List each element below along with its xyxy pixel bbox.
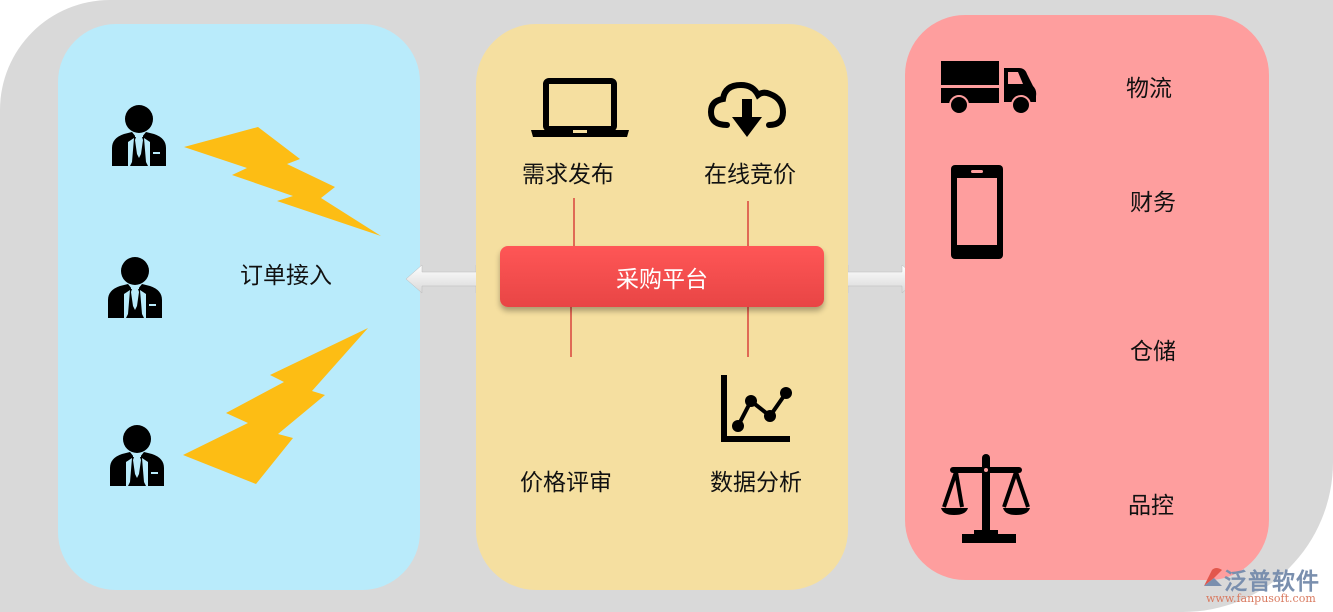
quality-control-label: 品控: [1128, 493, 1174, 519]
cloud-download-icon: [707, 81, 787, 137]
scales-icon: [941, 454, 1030, 543]
demand-publish-label: 需求发布: [522, 162, 614, 188]
online-bidding-label: 在线竞价: [704, 162, 796, 188]
connector-line: [747, 307, 749, 357]
connector-line: [570, 307, 572, 357]
platform-label: 采购平台: [616, 266, 708, 293]
brand-logo-icon: [1204, 568, 1222, 586]
order-intake-label: 订单接入: [240, 263, 332, 289]
smartphone-icon: [951, 165, 1003, 259]
connector-line: [747, 201, 749, 246]
procurement-platform-button[interactable]: 采购平台: [500, 246, 824, 307]
price-review-label: 价格评审: [520, 470, 612, 496]
line-chart-icon: [721, 375, 792, 442]
brand-name: 泛普软件: [1224, 569, 1320, 595]
businessman-icon: [108, 257, 162, 318]
truck-icon: [941, 61, 1037, 114]
warehouse-label: 仓储: [1130, 339, 1176, 365]
businessman-icon: [110, 425, 164, 486]
finance-label: 财务: [1130, 190, 1176, 216]
lightning-icon: [183, 127, 381, 484]
brand-url: www.fanpusoft.com: [1206, 592, 1316, 605]
businessman-icon: [112, 105, 166, 166]
connector-line: [573, 198, 575, 246]
data-analysis-label: 数据分析: [710, 470, 802, 496]
laptop-icon: [531, 78, 629, 137]
procurement-panel: [476, 24, 848, 590]
logistics-label: 物流: [1126, 76, 1172, 102]
